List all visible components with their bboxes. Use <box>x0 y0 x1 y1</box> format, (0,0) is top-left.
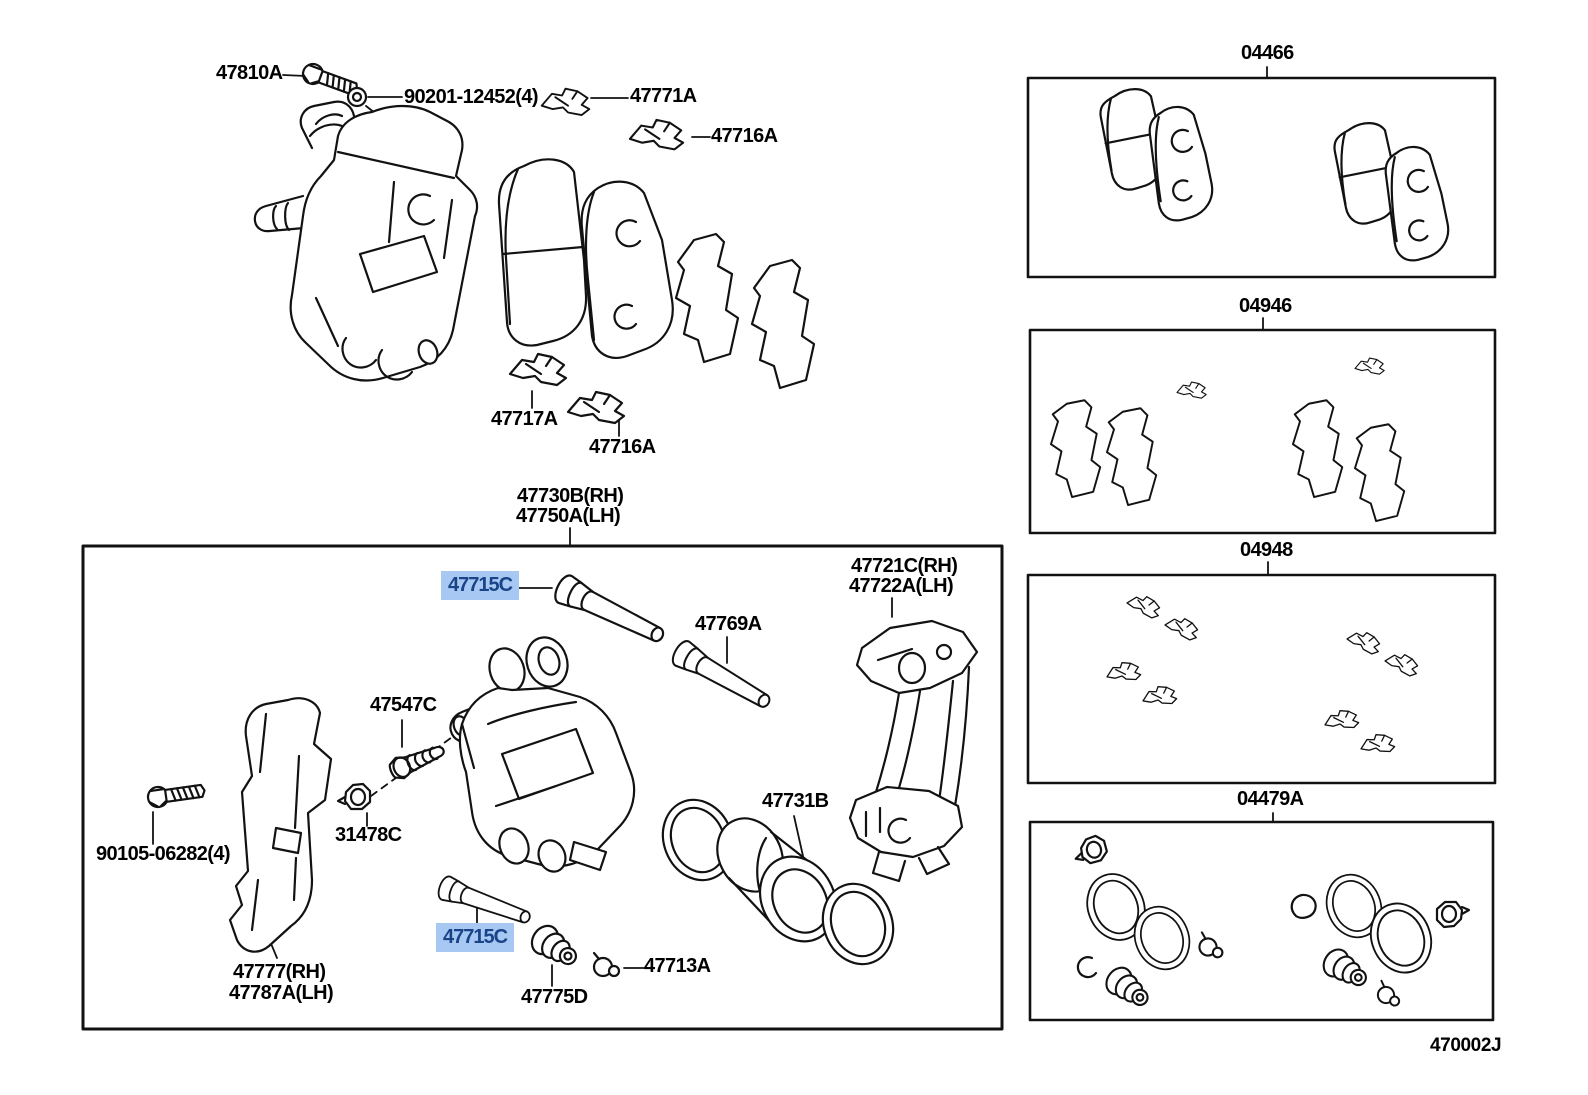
callout-47769A[interactable]: 47769A <box>695 613 762 635</box>
pad-kit-drawing <box>1097 85 1452 263</box>
callout-47716A-top[interactable]: 47716A <box>711 125 778 147</box>
clip-47716A-top-drawing <box>628 118 685 151</box>
callout-47547C[interactable]: 47547C <box>370 694 437 716</box>
brake-pads-drawing <box>497 158 816 390</box>
shim-kit-drawing <box>1049 357 1406 523</box>
callout-47716A-mid[interactable]: 47716A <box>589 436 656 458</box>
callout-90105-06282[interactable]: 90105-06282(4) <box>96 843 231 865</box>
clip-47717A-drawing <box>508 352 568 387</box>
clip-47771A-drawing <box>540 87 591 116</box>
fitting-kit-box <box>1026 573 1497 785</box>
callout-kit-04466[interactable]: 04466 <box>1241 42 1294 64</box>
seal-kit-box <box>1028 820 1495 1022</box>
callout-47771A[interactable]: 47771A <box>630 85 697 107</box>
boot-47775D-drawing <box>525 919 585 975</box>
callout-kit-04948[interactable]: 04948 <box>1240 539 1293 561</box>
seal-kit-drawing <box>1070 832 1471 1015</box>
callout-47731B[interactable]: 47731B <box>762 790 829 812</box>
callout-31478C[interactable]: 31478C <box>335 824 402 846</box>
callout-47715C-upper-highlighted[interactable]: 47715C <box>441 571 520 600</box>
washer-90201-drawing <box>346 86 368 108</box>
cylinder-kit-box <box>81 544 1004 1031</box>
callout-90201-12452[interactable]: 90201-12452(4) <box>404 86 539 108</box>
clip-47716A-mid-drawing <box>566 390 626 425</box>
callout-47722A-lh[interactable]: 47722A(LH) <box>849 575 954 597</box>
callout-47775D[interactable]: 47775D <box>521 986 588 1008</box>
callout-kit-04479A[interactable]: 04479A <box>1237 788 1304 810</box>
slide-pin-upper-drawing <box>550 571 670 652</box>
callout-47810A[interactable]: 47810A <box>216 62 283 84</box>
group-boxes <box>81 76 1497 1031</box>
callout-47787A-lh[interactable]: 47787A(LH) <box>229 982 334 1004</box>
stud-47547C-drawing <box>385 738 449 783</box>
callout-47717A[interactable]: 47717A <box>491 408 558 430</box>
callout-47721C-rh[interactable]: 47721C(RH) <box>851 555 958 577</box>
caliper-cylinder-drawing <box>449 636 636 873</box>
pad-kit-box <box>1026 76 1497 279</box>
shim-kit-box <box>1028 328 1497 535</box>
dust-cover-drawing <box>228 697 333 953</box>
callout-kit-04946[interactable]: 04946 <box>1239 295 1292 317</box>
callout-47730B-rh[interactable]: 47730B(RH) <box>517 485 624 507</box>
callout-47750A-lh[interactable]: 47750A(LH) <box>516 505 621 527</box>
mount-bolt-90105-drawing <box>145 779 208 810</box>
caliper-assembly-drawing <box>253 100 479 382</box>
callout-47715C-lower-highlighted[interactable]: 47715C <box>436 923 515 952</box>
diagram-code: 470002J <box>1430 1035 1502 1056</box>
bushing-pin-drawing <box>668 637 777 717</box>
bleeder-47713A-drawing <box>592 951 621 978</box>
piston-seals-drawing <box>650 788 906 976</box>
callout-47777-rh[interactable]: 47777(RH) <box>233 961 326 983</box>
callout-47713A[interactable]: 47713A <box>644 955 711 977</box>
fitting-kit-drawing <box>1104 590 1422 757</box>
slide-pin-lower-drawing <box>434 873 535 931</box>
cap-nut-31478C-drawing <box>336 782 372 811</box>
mounting-bracket-drawing <box>848 619 979 883</box>
